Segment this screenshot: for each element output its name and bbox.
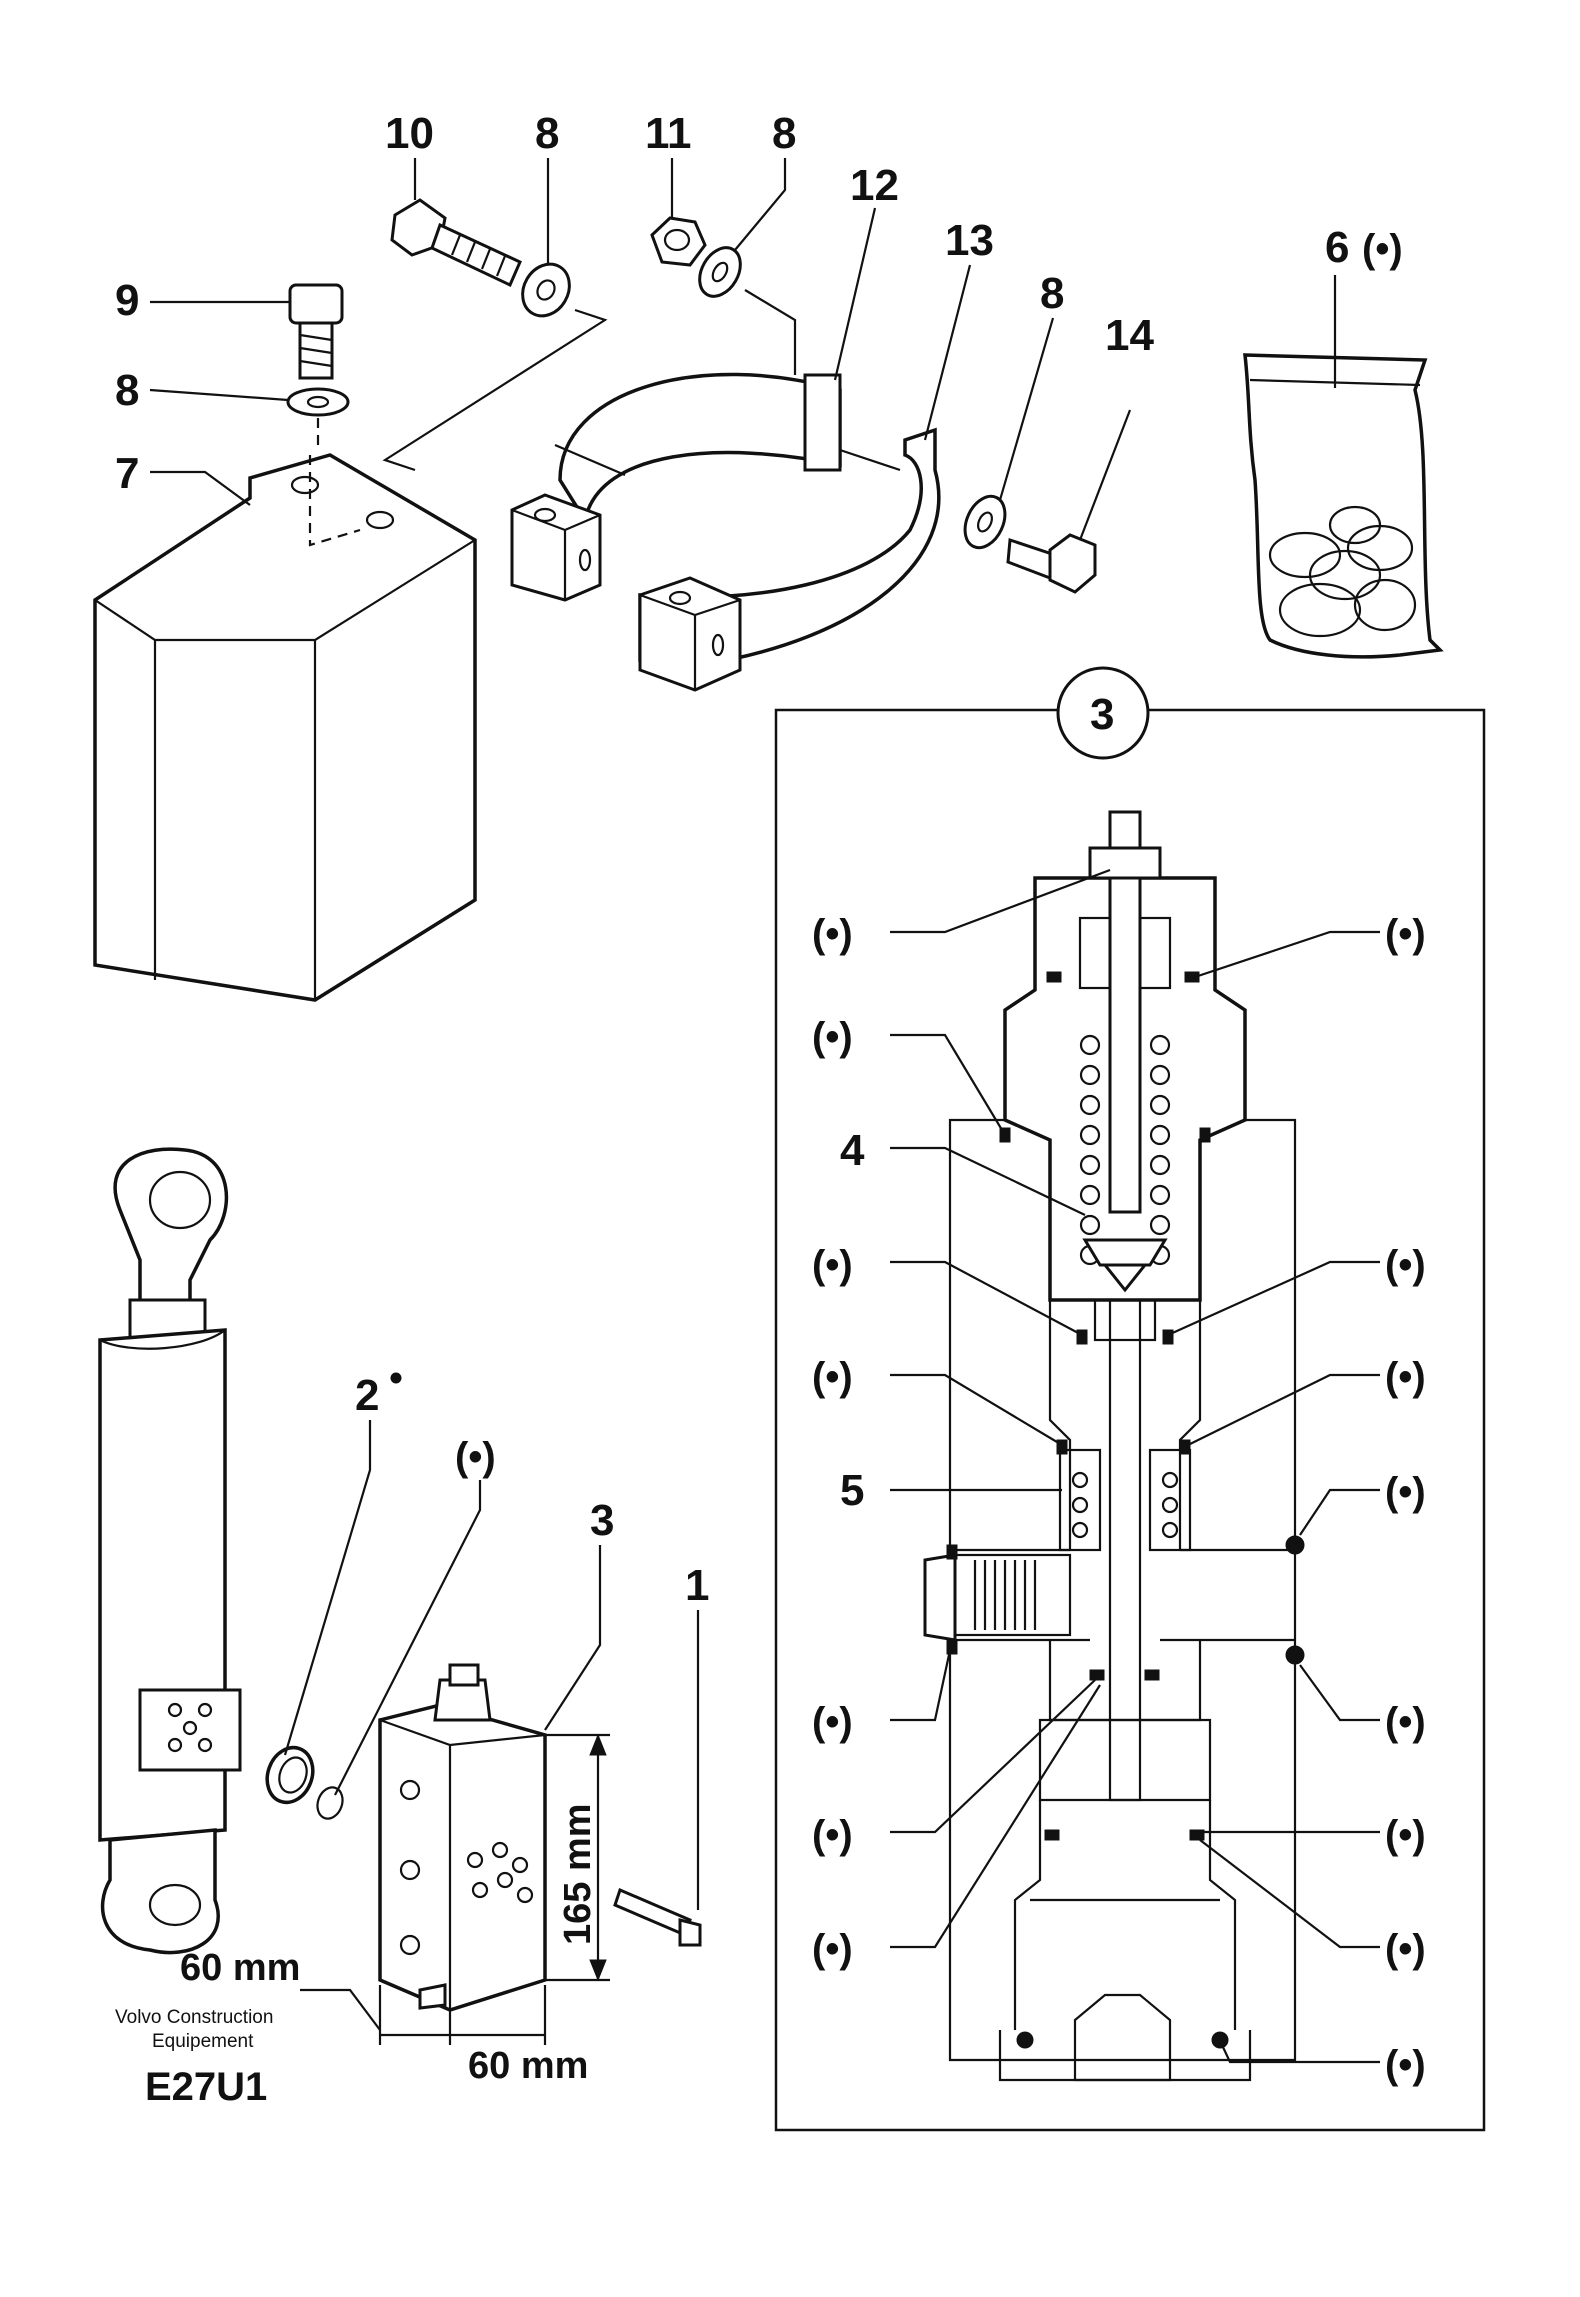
label-14: 14 bbox=[1105, 311, 1154, 360]
ref-13: (•) bbox=[812, 1927, 853, 1971]
label-11: 11 bbox=[645, 109, 692, 158]
washer-part-8-tank bbox=[286, 387, 350, 417]
brand-line-2: Equipement bbox=[152, 2031, 254, 2052]
dimension-width-bottom: 60 mm bbox=[468, 2045, 588, 2087]
clamp-part-12-13 bbox=[510, 372, 941, 692]
label-7: 7 bbox=[115, 449, 139, 498]
label-6: 6 bbox=[1325, 223, 1349, 272]
label-9: 9 bbox=[115, 276, 139, 325]
piston-part-5 bbox=[1058, 1448, 1192, 1552]
ref-15: (•) bbox=[1385, 2043, 1426, 2087]
screw-part-1 bbox=[613, 1887, 702, 1947]
ref-7: (•) bbox=[1385, 1355, 1426, 1399]
ref-3: (•) bbox=[812, 1015, 853, 1059]
ref-16: (•) bbox=[455, 1435, 496, 1479]
detail-badge bbox=[1056, 666, 1150, 760]
seal-kit-bag-part-6 bbox=[1243, 353, 1444, 659]
detail-badge-label: 3 bbox=[1090, 690, 1114, 739]
label-6-ref: (•) bbox=[1362, 227, 1403, 271]
ref-14: (•) bbox=[1385, 1927, 1426, 1971]
tank-part-7 bbox=[93, 453, 477, 1002]
washer-part-8-nut bbox=[698, 246, 742, 298]
label-10: 10 bbox=[385, 109, 434, 158]
label-1: 1 bbox=[685, 1561, 709, 1610]
label-13: 13 bbox=[945, 216, 994, 265]
label-8d: 8 bbox=[115, 366, 139, 415]
bolt-part-10 bbox=[390, 198, 522, 288]
ref-6: (•) bbox=[812, 1355, 853, 1399]
seal-ring-part-2 bbox=[265, 1745, 315, 1805]
washer-part-8-bolt bbox=[521, 262, 571, 318]
drawing-code: E27U1 bbox=[145, 2065, 267, 2109]
label-5: 5 bbox=[840, 1466, 864, 1515]
ref-4: (•) bbox=[812, 1243, 853, 1287]
label-2: 2 bbox=[355, 1371, 379, 1420]
dimension-width-left: 60 mm bbox=[180, 1947, 300, 1989]
brand-line-1: Volvo Construction bbox=[115, 2007, 273, 2028]
ref-8: (•) bbox=[1385, 1470, 1426, 1514]
label-8a: 8 bbox=[535, 109, 559, 158]
valve-block-part-3 bbox=[378, 1663, 547, 2012]
label-3: 3 bbox=[590, 1496, 614, 1545]
valve-cross-section bbox=[923, 810, 1305, 2082]
label-8b: 8 bbox=[772, 109, 796, 158]
label-8c: 8 bbox=[1040, 269, 1064, 318]
seal-points bbox=[946, 971, 1305, 2049]
label-12: 12 bbox=[850, 161, 899, 210]
hydraulic-cylinder bbox=[98, 1147, 242, 1955]
ref-9: (•) bbox=[812, 1700, 853, 1744]
bolt-part-14 bbox=[1006, 533, 1097, 594]
nut-part-11 bbox=[650, 216, 707, 267]
ref-12: (•) bbox=[1385, 1813, 1426, 1857]
ref-5: (•) bbox=[1385, 1243, 1426, 1287]
bolt-part-9 bbox=[288, 283, 344, 380]
washer-part-8-right bbox=[963, 494, 1007, 550]
ref-1: (•) bbox=[812, 912, 853, 956]
dimension-lines bbox=[300, 1733, 610, 2045]
ref-2: (•) bbox=[1385, 912, 1426, 956]
ref-11: (•) bbox=[812, 1813, 853, 1857]
o-ring-part bbox=[316, 1786, 344, 1820]
ref-10: (•) bbox=[1385, 1700, 1426, 1744]
label-4: 4 bbox=[840, 1126, 865, 1175]
dimension-height: 165 mm bbox=[557, 1803, 599, 1945]
